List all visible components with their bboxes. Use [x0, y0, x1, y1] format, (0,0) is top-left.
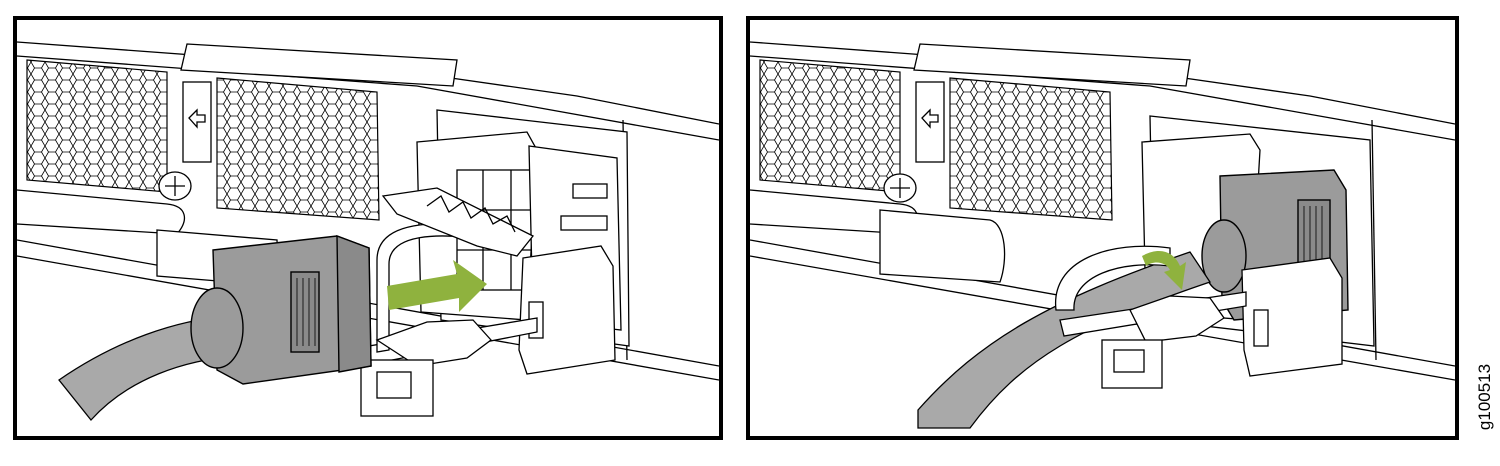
figure-id-text: g100513	[1475, 363, 1494, 431]
psu-handle	[17, 189, 186, 235]
release-latch	[182, 81, 212, 163]
fan-grill-left	[26, 59, 168, 193]
thumbscrew-icon	[158, 171, 192, 201]
cable-tie-strap	[356, 187, 538, 417]
power-cord-plug	[190, 234, 372, 385]
release-latch	[915, 81, 945, 163]
cable-tie-strap	[1055, 245, 1247, 389]
power-cable	[917, 251, 1212, 429]
illustration-panel-insert-cable	[13, 16, 723, 440]
cable-retainer-clip	[1241, 257, 1343, 377]
label-plate	[180, 43, 458, 87]
figure-id-label: g100513	[1470, 332, 1500, 462]
right-illustration	[750, 41, 1455, 429]
thumbscrew-icon	[883, 173, 917, 203]
left-illustration	[17, 41, 719, 422]
fan-grill-right	[949, 77, 1113, 221]
label-plate	[913, 43, 1191, 87]
fan-grill-left	[759, 59, 901, 193]
fan-grill-right	[216, 77, 380, 221]
psu-handle-2	[879, 209, 1006, 283]
fasten-direction-arrow	[1142, 251, 1186, 290]
illustration-panel-fasten-tie	[746, 16, 1459, 440]
cable-retainer-clip	[518, 245, 616, 375]
insert-direction-arrow	[387, 260, 487, 312]
